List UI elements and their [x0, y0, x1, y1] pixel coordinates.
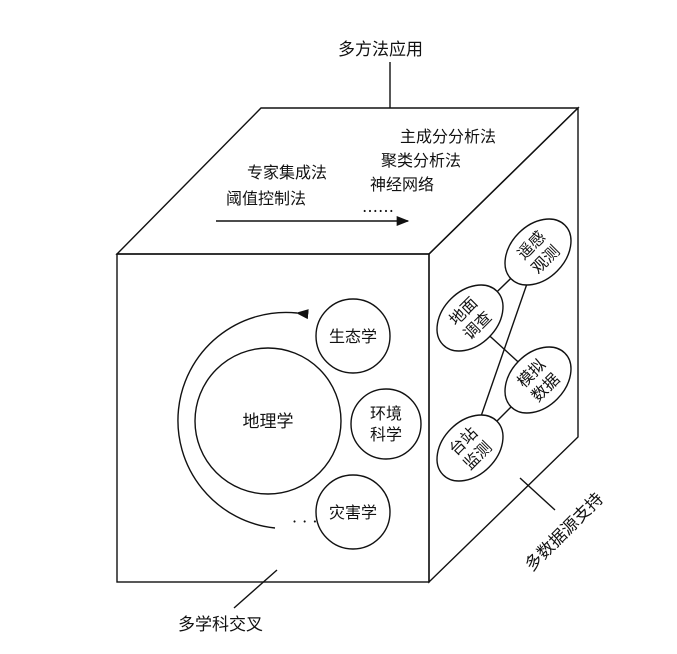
- node-station-monitoring: 台站 监测: [436, 414, 504, 482]
- right-callout-leader: [519, 477, 556, 511]
- environment-label-line1: 环境: [370, 404, 402, 423]
- bottom-callout-leader: [233, 569, 278, 609]
- method-expert-integration: 专家集成法: [247, 163, 327, 182]
- method-ellipsis: ……: [362, 197, 394, 216]
- cycle-arrow: [177, 309, 309, 529]
- node-ground-survey: 地面 调查: [436, 284, 504, 352]
- method-threshold-control: 阈值控制法: [226, 189, 306, 208]
- geography-circle: [194, 347, 342, 495]
- disaster-label: 灾害学: [329, 503, 377, 522]
- method-pca: 主成分分析法: [400, 127, 496, 146]
- node-model-data: 模拟 数据: [504, 346, 572, 414]
- method-neural-network: 神经网络: [370, 175, 434, 194]
- cube-top-face: [115, 107, 580, 255]
- node-remote-sensing: 遥感 观测: [504, 218, 572, 286]
- right-callout-label: 多数据源支持: [521, 489, 607, 575]
- geography-label: 地理学: [243, 412, 294, 432]
- disciplines-dots: · · ·: [292, 512, 317, 531]
- top-callout-label: 多方法应用: [338, 40, 423, 60]
- disaster-circle: [315, 474, 391, 550]
- ecology-label: 生态学: [329, 327, 377, 346]
- environment-label-line2: 科学: [370, 425, 402, 444]
- ecology-circle: [315, 298, 391, 374]
- bottom-callout-label: 多学科交叉: [178, 615, 263, 635]
- environment-circle: [350, 388, 422, 460]
- cube-front-face: [116, 253, 430, 583]
- method-cluster-analysis: 聚类分析法: [381, 151, 461, 170]
